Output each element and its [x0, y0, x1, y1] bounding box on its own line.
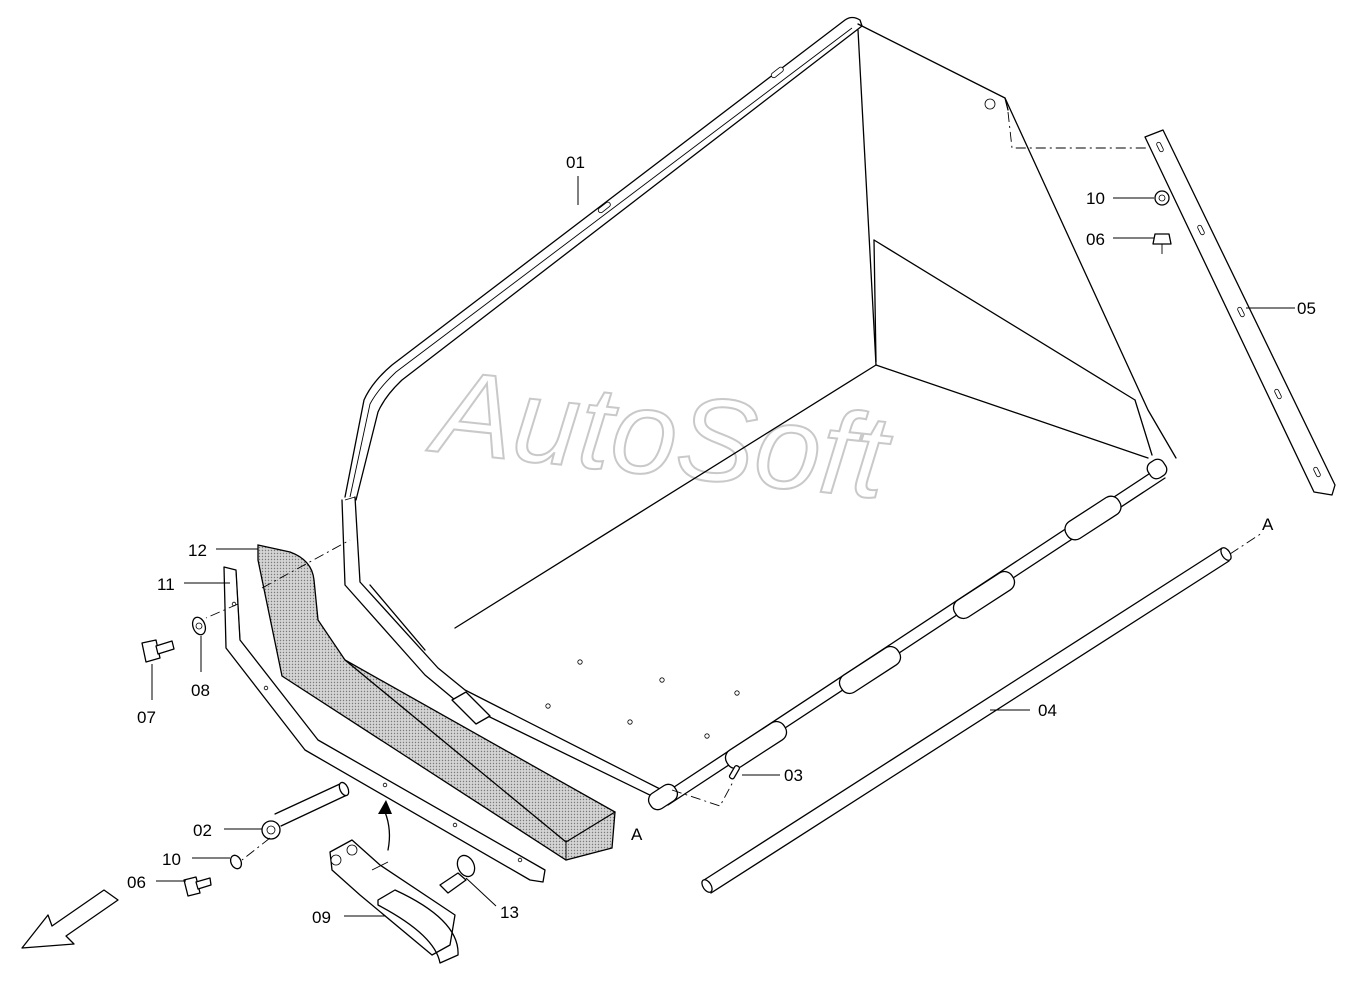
pin: [671, 765, 741, 807]
knob: [439, 854, 476, 894]
label-13: 13: [500, 903, 519, 922]
label-10-top: 10: [1086, 189, 1105, 208]
curved-arrow: [378, 800, 392, 851]
washer-top: [1154, 190, 1170, 206]
bolt-07: [141, 639, 175, 663]
latch-bracket: [329, 839, 459, 964]
watermark-text: AutoSoft: [423, 345, 897, 525]
rubber-strip: [205, 539, 546, 883]
label-06-top: 06: [1086, 230, 1105, 249]
side-strip: [1007, 111, 1336, 496]
leader-lines: [151, 176, 1295, 917]
washer-bottom: [229, 854, 243, 870]
bolt-top: [1152, 233, 1172, 254]
label-02: 02: [193, 821, 212, 840]
label-07: 07: [137, 708, 156, 727]
mesh-pad: [257, 544, 616, 861]
bolt-bottom: [183, 876, 212, 897]
label-04: 04: [1038, 701, 1057, 720]
direction-arrow: [21, 889, 119, 949]
label-09: 09: [312, 908, 331, 927]
label-06-bottom: 06: [127, 873, 146, 892]
hinge-pin: [241, 781, 350, 861]
section-mark-a-right: A: [1262, 515, 1274, 534]
label-01: 01: [566, 153, 585, 172]
label-11: 11: [157, 575, 175, 594]
label-03: 03: [784, 766, 803, 785]
section-mark-a-bottom: A: [631, 825, 643, 844]
bucket-body: [341, 16, 1177, 811]
label-12: 12: [188, 541, 207, 560]
long-shaft: [701, 532, 1263, 894]
washer-08: [191, 616, 207, 636]
label-10-bottom: 10: [162, 850, 181, 869]
label-05: 05: [1297, 299, 1316, 318]
part-labels: 01 02 03 04 05 06 06 07 08 09 10 10 11 1…: [127, 153, 1316, 927]
label-08: 08: [191, 681, 210, 700]
